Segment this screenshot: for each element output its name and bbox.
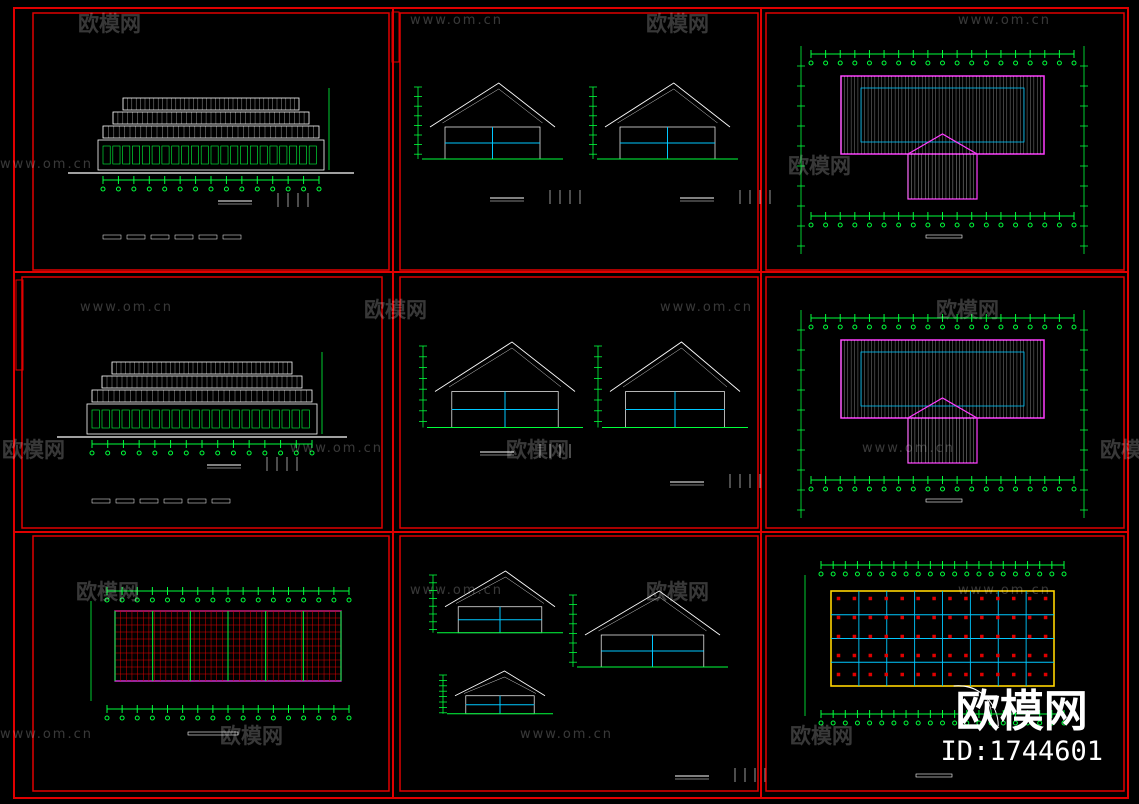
sheet-grid	[13, 7, 1129, 799]
drawing-sheet-1	[32, 12, 390, 271]
drawing-sheet-8	[399, 535, 766, 792]
drawing-sheet-2	[399, 12, 771, 271]
drawing-sheet-5	[399, 276, 761, 529]
drawing-sheet-4	[21, 276, 383, 529]
drawing-sheet-6	[765, 276, 1125, 529]
drawing-sheet-7	[32, 535, 390, 792]
drawing-sheet-3	[765, 12, 1125, 271]
drawing-sheet-9	[765, 535, 1125, 792]
